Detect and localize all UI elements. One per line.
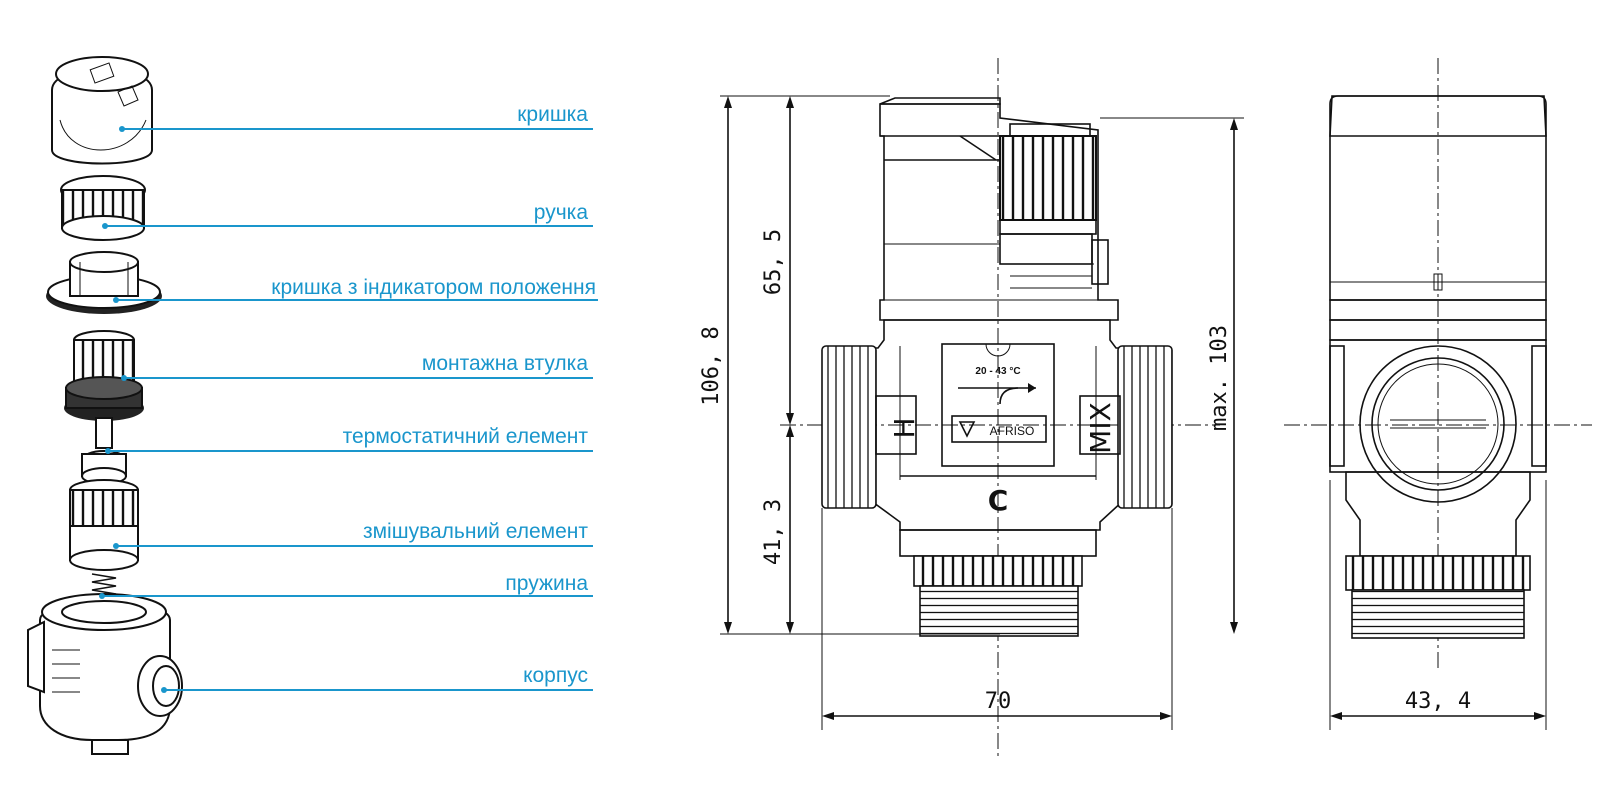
callout-spring: пружина [99, 572, 593, 599]
front-body: 20 - 43 °C AFRISO [821, 319, 1173, 637]
callout-indicator-cap: кришка з індикатором положення [113, 276, 598, 303]
port-label-cold: C [988, 484, 1009, 517]
thermostatic-element-part [81, 417, 127, 485]
callout-label-spring: пружина [505, 572, 588, 595]
temperature-range-label: 20 - 43 °C [975, 366, 1020, 377]
callout-mounting-sleeve: монтажна втулка [121, 352, 593, 381]
callout-cap: кришка [119, 103, 593, 132]
dim-upper-height: 65, 5 [761, 229, 786, 295]
brand-label: AFRISO [990, 424, 1035, 438]
front-view: 20 - 43 °C AFRISO H MIX C [699, 58, 1244, 760]
indicator-cap-part [46, 251, 162, 314]
callout-label-mounting-sleeve: монтажна втулка [422, 352, 588, 375]
dimension-upper-height: 65, 5 [761, 96, 794, 425]
dimension-max-height: max. 103 [1100, 117, 1244, 634]
front-cap [879, 97, 1119, 321]
callout-label-thermostatic-element: термостатичний елемент [343, 425, 589, 448]
dim-max-height: max. 103 [1207, 325, 1232, 431]
mounting-sleeve-part [64, 330, 144, 421]
callout-mixing-element: змішувальний елемент [113, 520, 593, 549]
dim-side-width: 43, 4 [1405, 689, 1471, 714]
callout-knob: ручка [102, 201, 593, 229]
mixing-element-part [69, 479, 139, 571]
cap-part [51, 56, 153, 165]
callout-label-valve-body: корпус [523, 664, 588, 687]
callout-label-cap: кришка [517, 103, 588, 126]
dimension-overall-height: 106, 8 [699, 95, 1000, 635]
dim-width: 70 [985, 689, 1012, 714]
callout-label-indicator-cap: кришка з індикатором положення [271, 276, 596, 299]
callout-label-mixing-element: змішувальний елемент [363, 520, 588, 543]
knob-part [60, 175, 146, 241]
callout-valve-body: корпус [161, 664, 593, 693]
dim-lower-height: 41, 3 [761, 499, 786, 565]
side-view: 43, 4 [1284, 58, 1592, 730]
port-label-mixed: MIX [1084, 402, 1117, 454]
callout-thermostatic-element: термостатичний елемент [105, 425, 593, 454]
callout-label-knob: ручка [534, 201, 589, 224]
port-label-hot: H [888, 417, 921, 438]
dimension-lower-height: 41, 3 [761, 425, 794, 634]
exploded-view [27, 56, 183, 755]
valve-body-part [27, 593, 183, 755]
dim-overall-height: 106, 8 [699, 326, 724, 405]
part-callouts: кришка ручка кришка з індикатором положе… [99, 103, 598, 693]
dimension-width: 70 [821, 508, 1173, 730]
dimension-side-width: 43, 4 [1329, 480, 1547, 730]
